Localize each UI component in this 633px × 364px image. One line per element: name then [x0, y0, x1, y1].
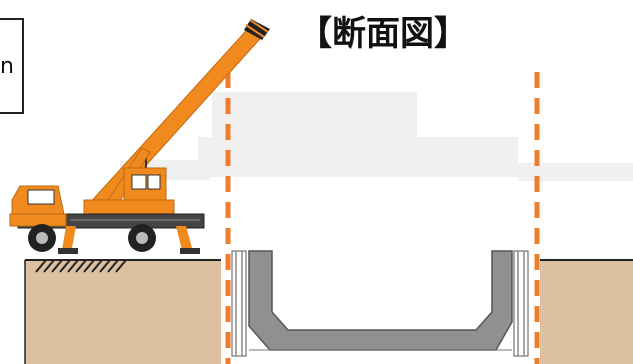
- left-retaining-wall: [231, 250, 247, 357]
- background-ghost: [120, 92, 633, 181]
- side-label-box: n: [0, 18, 24, 114]
- right-retaining-wall: [513, 250, 529, 357]
- ground-hatch-icon: [35, 259, 127, 273]
- diagram-title: 【断面図】: [298, 14, 468, 54]
- right-soil: [540, 260, 633, 364]
- concrete-u-channel: [248, 250, 513, 351]
- crane-truck-icon: [9, 19, 270, 254]
- left-soil: [25, 260, 221, 364]
- side-label-text: n: [0, 54, 14, 79]
